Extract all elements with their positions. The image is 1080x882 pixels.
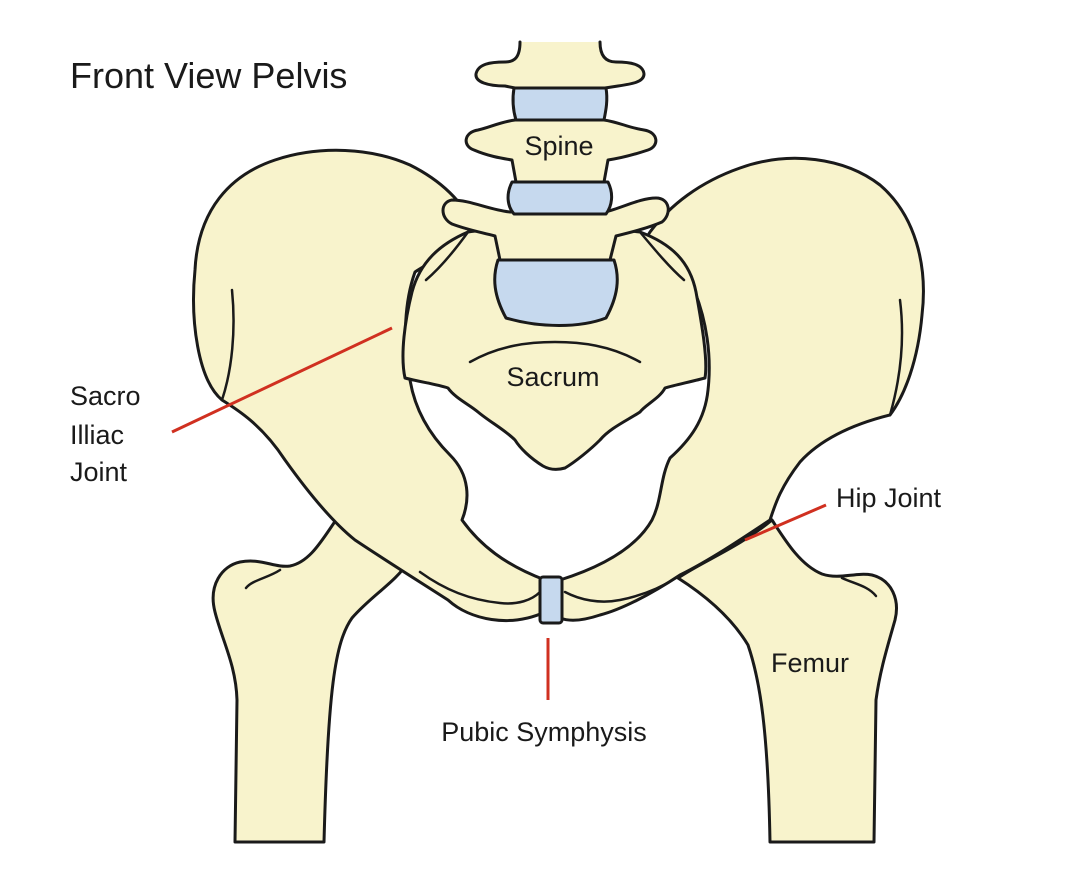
disc-upper xyxy=(511,86,609,122)
sacrum-left-ala-detail xyxy=(424,230,470,282)
sacrum-label: Sacrum xyxy=(506,362,599,392)
right-obturator-detail xyxy=(563,576,678,603)
pubic-symphysis-label: Pubic Symphysis xyxy=(441,717,647,747)
sacrum-ridge-detail xyxy=(468,340,642,364)
right-hip-bone xyxy=(558,156,925,622)
hip-joint-label: Hip Joint xyxy=(836,483,942,513)
right-femur-detail xyxy=(840,576,878,598)
disc-lower xyxy=(493,258,619,327)
left-femur xyxy=(211,518,410,844)
spine-label: Spine xyxy=(524,131,593,161)
sacroiliac-label-line1: Sacro xyxy=(70,381,141,411)
lumbar-vertebra-upper-fill xyxy=(520,44,600,86)
disc-middle xyxy=(506,180,614,216)
hip-joint-leader-line xyxy=(744,503,827,542)
left-ilium-crest-detail xyxy=(220,288,235,402)
left-femur-detail xyxy=(244,568,282,590)
left-hip-bone xyxy=(192,148,547,623)
femur-label: Femur xyxy=(771,648,849,678)
sacroiliac-label-line3: Joint xyxy=(70,457,128,487)
sacroiliac-leader-line xyxy=(171,326,393,434)
sacrum xyxy=(401,229,708,471)
right-femur xyxy=(676,518,898,844)
sacroiliac-label-line2: Illiac xyxy=(70,420,124,450)
right-ilium-crest-detail xyxy=(888,298,904,417)
pubic-symphysis-disc xyxy=(538,575,564,625)
diagram-title: Front View Pelvis xyxy=(70,55,347,96)
left-obturator-detail xyxy=(418,570,542,605)
sacrum-right-ala-detail xyxy=(638,230,686,282)
